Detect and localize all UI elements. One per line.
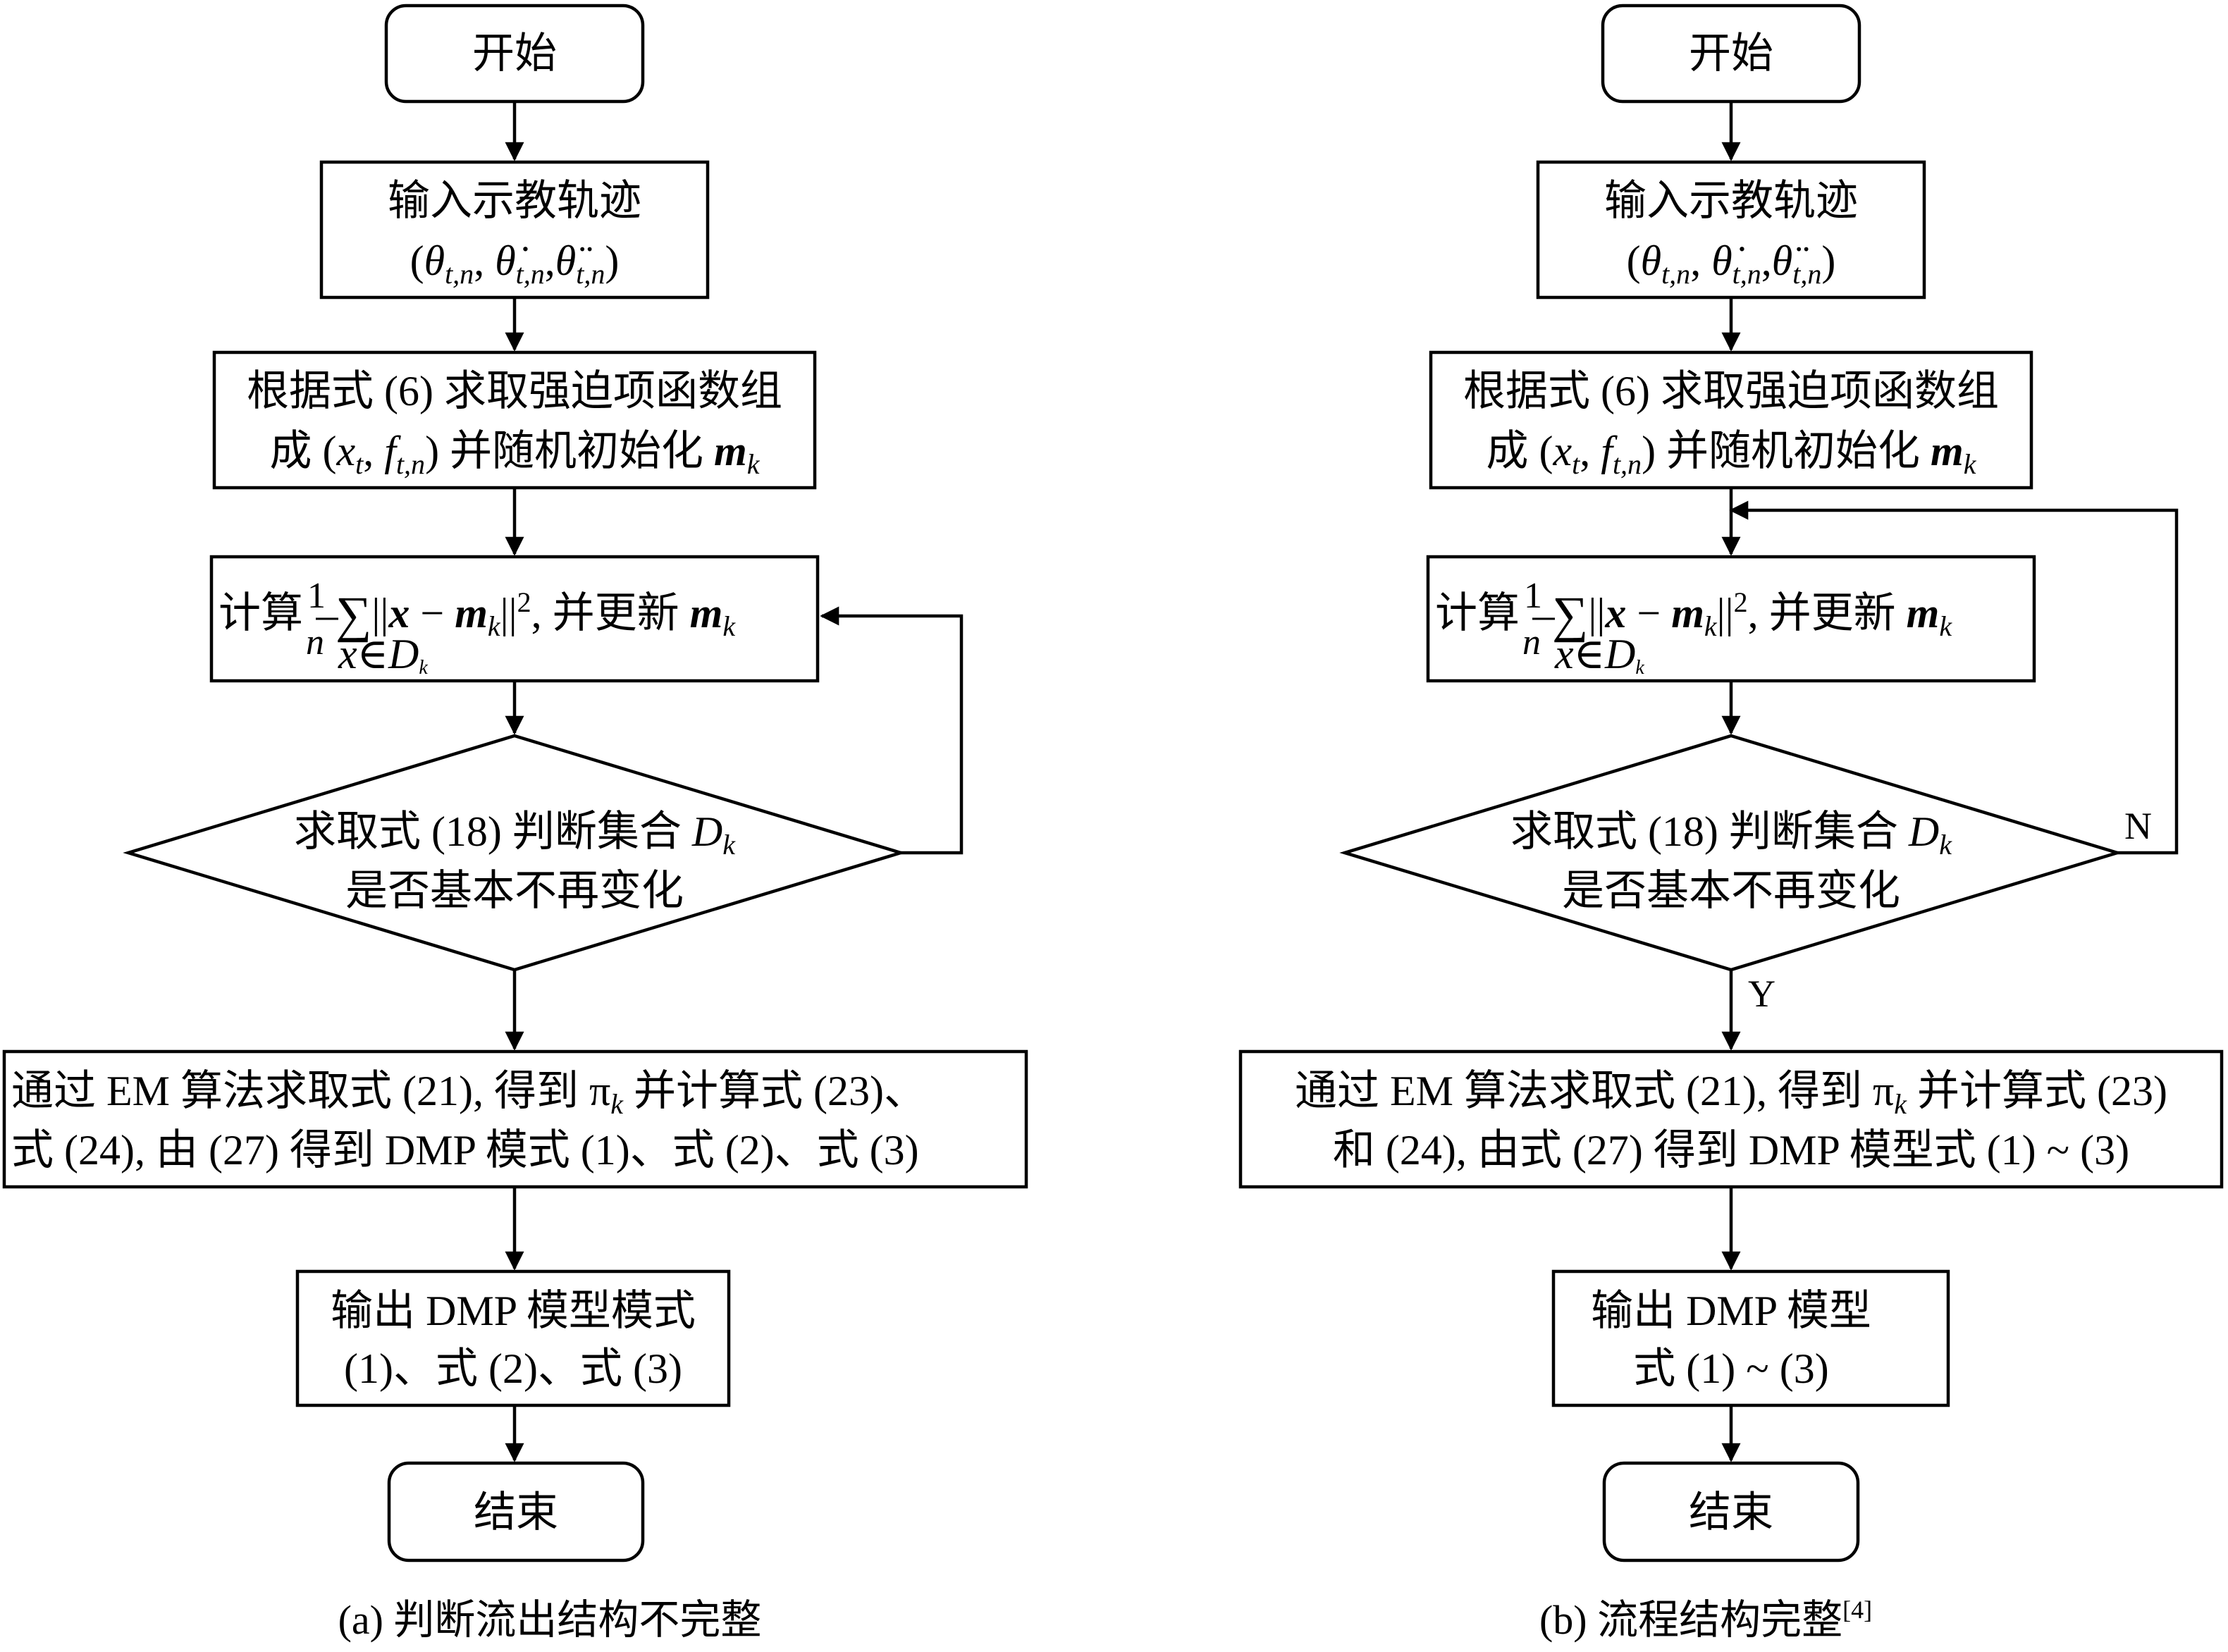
em-algorithm-box — [2, 1049, 1028, 1189]
em-algorithm-box — [1238, 1049, 2224, 1189]
output-line1: 输出 DMP 模型 — [1591, 1288, 1871, 1334]
flowchart-b: 开始 输入示教轨迹 (θt,n, θ̇t,n,θ̈t,n) 根据式 (6) 求取… — [1238, 4, 2224, 1643]
decision-line2: 是否基本不再变化 — [345, 868, 684, 914]
em-line2: 式 (24), 由 (27) 得到 DMP 模式 (1)、式 (2)、式 (3) — [11, 1127, 919, 1173]
forcing-term-line1: 根据式 (6) 求取强迫项函数组 — [247, 368, 782, 414]
em-line1: 通过 EM 算法求取式 (21), 得到 πk 并计算式 (23)、 — [11, 1068, 926, 1120]
em-line1: 通过 EM 算法求取式 (21), 得到 πk 并计算式 (23) — [1295, 1068, 2167, 1120]
start-label: 开始 — [472, 30, 557, 77]
compute-update-box — [1426, 555, 2036, 683]
decision-line1: 求取式 (18) 判断集合 Dk — [1510, 808, 1952, 861]
decision-line1: 求取式 (18) 判断集合 Dk — [294, 808, 736, 861]
forcing-term-line2: 成 (xt, ft,n) 并随机初始化 mk — [1487, 428, 1977, 480]
caption-b: (b) 流程结构完整[4] — [1539, 1596, 1872, 1643]
caption-a: (a) 判断流出结构不完整 — [338, 1597, 762, 1643]
output-model-box — [1551, 1269, 1950, 1407]
compute-update-box — [209, 555, 820, 683]
output-line2: (1)、式 (2)、式 (3) — [344, 1345, 682, 1392]
yes-label: Y — [1748, 973, 1775, 1015]
start-label: 开始 — [1689, 30, 1773, 77]
end-label: 结束 — [1689, 1489, 1773, 1536]
output-line2: 式 (1) ~ (3) — [1633, 1345, 1828, 1392]
input-trajectory-vars: (θt,n, θ̇t,n,θ̈t,n) — [410, 238, 620, 290]
loop-back-arrow — [820, 606, 964, 855]
forcing-term-line1: 根据式 (6) 求取强迫项函数组 — [1463, 368, 1999, 414]
forcing-term-box — [1429, 350, 2033, 490]
end-terminal — [1602, 1461, 1860, 1562]
sum-subscript: x∈Dk — [338, 631, 428, 679]
end-terminal — [387, 1461, 645, 1562]
input-trajectory-box — [319, 160, 710, 300]
sum-subscript: x∈Dk — [1554, 631, 1644, 679]
output-line1: 输出 DMP 模型模式 — [331, 1288, 696, 1334]
flowchart-a: 开始 输入示教轨迹 (θt,n, θ̇t,n,θ̈t,n) 根据式 (6) 求取… — [2, 4, 1028, 1643]
input-trajectory-vars: (θt,n, θ̇t,n,θ̈t,n) — [1627, 238, 1836, 290]
output-model-box — [295, 1269, 731, 1407]
decision-line2: 是否基本不再变化 — [1562, 868, 1900, 914]
input-trajectory-title: 输入示教轨迹 — [388, 178, 641, 224]
forcing-term-line2: 成 (xt, ft,n) 并随机初始化 mk — [270, 428, 761, 480]
input-trajectory-title: 输入示教轨迹 — [1604, 178, 1858, 224]
end-label: 结束 — [474, 1489, 558, 1536]
em-line2: 和 (24), 由式 (27) 得到 DMP 模型式 (1) ~ (3) — [1333, 1127, 2129, 1173]
no-label: N — [2124, 805, 2152, 847]
loop-back-arrow-no — [1729, 500, 2179, 855]
